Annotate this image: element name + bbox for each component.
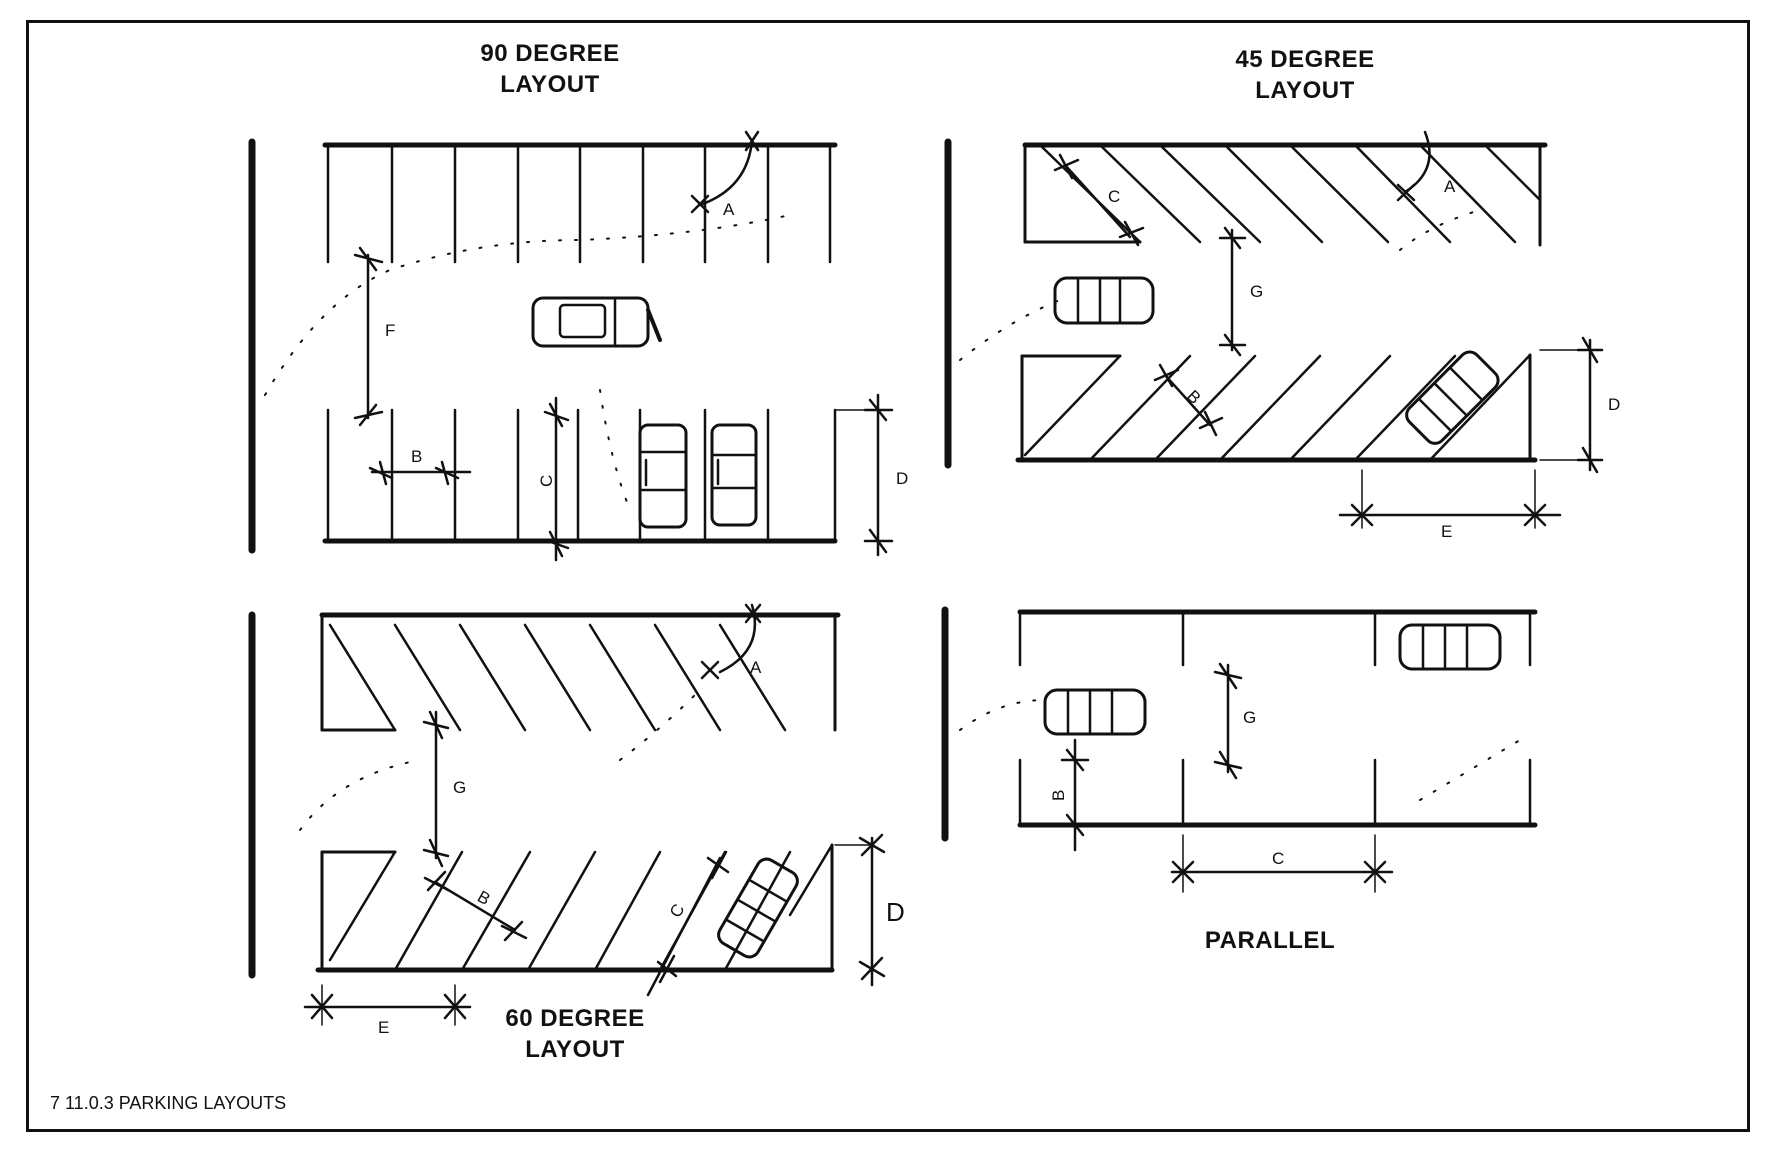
layout-parallel: [941, 606, 1538, 893]
title-parallel-line1: PARALLEL: [1204, 927, 1336, 954]
layout-90-degree: [248, 130, 894, 562]
title-90-line1: 90 DEGREE: [480, 40, 620, 67]
title-90-degree: 90 DEGREE LAYOUT: [450, 38, 650, 100]
dim-label-d: D: [896, 469, 908, 488]
dim-label-e: E: [1441, 522, 1452, 541]
dim-label-e: E: [378, 1018, 389, 1037]
car-icon: [717, 857, 799, 959]
title-90-line2: LAYOUT: [500, 71, 600, 98]
angle-arc-90: [698, 138, 754, 207]
car-icon: [1405, 350, 1500, 445]
dim-label-c: C: [666, 901, 689, 921]
dim-label-c: C: [1108, 187, 1120, 206]
dim-label-g: G: [1243, 708, 1256, 727]
title-60-line1: 60 DEGREE: [505, 1005, 645, 1032]
title-45-line1: 45 DEGREE: [1235, 46, 1375, 73]
car-icon: [638, 423, 688, 529]
car-icon: [1053, 276, 1155, 325]
stall-lines-90-bottom: [326, 408, 837, 543]
title-60-line2: LAYOUT: [525, 1036, 625, 1063]
layout-60-degree: [248, 603, 886, 1026]
dim-label-a: A: [723, 200, 735, 219]
dim-label-c: C: [537, 475, 556, 487]
figure-caption: 7 11.0.3 PARKING LAYOUTS: [50, 1093, 287, 1113]
title-60-degree: 60 DEGREE LAYOUT: [475, 1003, 675, 1065]
car-icon: [1043, 688, 1147, 736]
figure-frame: [26, 20, 1750, 1132]
car-icon: [710, 423, 758, 527]
dim-label-d: D: [1608, 395, 1620, 414]
title-parallel: PARALLEL: [1170, 925, 1370, 956]
dim-label-d: D: [886, 897, 905, 927]
turning-path-90: [264, 214, 791, 396]
dim-label-f: F: [385, 321, 395, 340]
car-icon: [1398, 623, 1502, 671]
stall-lines-90-top: [326, 143, 832, 264]
title-45-line2: LAYOUT: [1255, 77, 1355, 104]
dim-label-b: B: [411, 447, 422, 466]
dim-label-g: G: [453, 778, 466, 797]
dim-label-a: A: [1444, 177, 1456, 196]
car-icon: [531, 296, 662, 348]
dim-label-c: C: [1272, 849, 1284, 868]
stall-lines-60-top: [328, 623, 787, 732]
layout-45-degree: [944, 130, 1604, 529]
dim-label-a: A: [750, 658, 762, 677]
dim-label-b: B: [1183, 386, 1204, 407]
dim-label-g: G: [1250, 282, 1263, 301]
dim-label-b: B: [1049, 790, 1068, 801]
dim-label-b: B: [474, 887, 493, 909]
title-45-degree: 45 DEGREE LAYOUT: [1205, 44, 1405, 106]
